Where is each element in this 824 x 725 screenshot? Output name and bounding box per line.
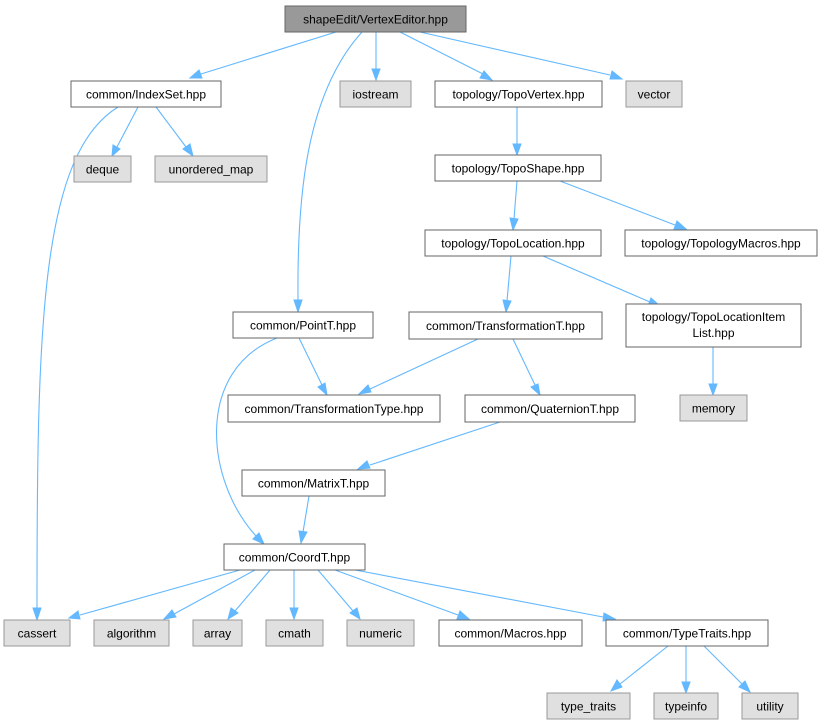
edge-coordt-to-cmath (289, 570, 299, 621)
node-label: common/QuaternionT.hpp (481, 402, 619, 416)
node-label: algorithm (107, 627, 156, 641)
node-toposhape[interactable]: topology/TopoShape.hpp (434, 154, 602, 182)
edge-root-to-topovertex (399, 31, 494, 81)
node-indexset[interactable]: common/IndexSet.hpp (70, 80, 222, 108)
node-numeric: numeric (346, 619, 415, 647)
node-label: common/MatrixT.hpp (258, 477, 370, 491)
node-deque: deque (73, 155, 132, 183)
edge-indexset-to-unordered_map (155, 106, 194, 158)
node-topovertex[interactable]: topology/TopoVertex.hpp (434, 80, 603, 108)
node-algorithm: algorithm (93, 619, 170, 647)
node-coordt[interactable]: common/CoordT.hpp (223, 543, 366, 571)
edge-coordt-to-algorithm (162, 569, 256, 620)
nodes: shapeEdit/VertexEditor.hpp common/IndexS… (3, 5, 818, 720)
node-label: common/TypeTraits.hpp (623, 627, 752, 641)
node-vector: vector (625, 80, 683, 108)
node-label: shapeEdit/VertexEditor.hpp (303, 13, 448, 27)
node-topolocation[interactable]: topology/TopoLocation.hpp (424, 229, 602, 257)
node-label: utility (756, 700, 783, 714)
node-cmath: cmath (265, 619, 324, 647)
edge-toposhape-to-topolocation (509, 180, 519, 232)
node-matrixt[interactable]: common/MatrixT.hpp (241, 469, 386, 497)
node-label: array (204, 627, 231, 641)
node-label: topology/TopoShape.hpp (452, 162, 585, 176)
node-type-traits: type_traits (546, 692, 631, 720)
node-quaterniont[interactable]: common/QuaternionT.hpp (464, 394, 636, 423)
node-label: common/TransformationType.hpp (245, 402, 424, 416)
node-cassert: cassert (3, 619, 71, 647)
node-unordered-map: unordered_map (154, 155, 268, 183)
node-label: common/CoordT.hpp (239, 551, 351, 565)
node-label: common/IndexSet.hpp (86, 88, 206, 102)
node-label: common/Macros.hpp (454, 627, 566, 641)
edge-topovertex-to-toposhape (512, 107, 522, 157)
node-label: topology/TopoVertex.hpp (452, 88, 584, 102)
edge-toposhape-to-topologymacros (559, 180, 688, 230)
node-iostream: iostream (339, 80, 412, 108)
node-label: common/PointT.hpp (250, 319, 356, 333)
node-label: topology/TopoLocation.hpp (441, 237, 585, 251)
edge-pointt-to-transformationtype (298, 337, 328, 397)
edge-coordt-to-array (227, 569, 271, 621)
node-typetraits[interactable]: common/TypeTraits.hpp (605, 619, 769, 647)
node-topolocationitemlist[interactable]: topology/TopoLocationItem List.hpp (625, 303, 802, 348)
node-label: type_traits (561, 700, 616, 714)
node-label: memory (692, 402, 735, 416)
edge-transformationt-to-quaterniont (512, 338, 541, 397)
edge-indexset-to-deque (111, 106, 139, 158)
node-label: common/TransformationT.hpp (426, 319, 585, 333)
node-label: cassert (18, 627, 57, 641)
node-label: vector (638, 88, 671, 102)
edge-topolocation-to-topolocationitemlist (542, 255, 662, 307)
node-label: iostream (352, 88, 398, 102)
edge-quaterniont-to-matrixt (356, 421, 501, 470)
node-label: cmath (278, 627, 311, 641)
node-transformationtype[interactable]: common/TransformationType.hpp (227, 394, 441, 423)
node-label: topology/TopologyMacros.hpp (641, 237, 801, 251)
edge-typetraits-to-utility (703, 645, 752, 694)
edge-root-to-indexset (188, 31, 337, 79)
edge-typetraits-to-typeinfo (681, 646, 691, 695)
edge-root-to-vector (419, 31, 624, 80)
edge-root-to-pointt (293, 31, 363, 314)
edge-typetraits-to-type_traits (609, 645, 669, 692)
edge-matrixt-to-coordt (298, 495, 310, 545)
node-topologymacros[interactable]: topology/TopologyMacros.hpp (624, 229, 818, 257)
node-label: typeinfo (665, 700, 707, 714)
node-label: deque (86, 163, 120, 177)
node-label-line-2: List.hpp (692, 326, 734, 340)
node-vertexeditor: shapeEdit/VertexEditor.hpp (284, 5, 467, 33)
node-label-line-1: topology/TopoLocationItem (642, 310, 785, 324)
edge-coordt-to-cassert (67, 569, 241, 620)
node-memory: memory (679, 394, 748, 422)
edge-indexset-to-cassert (32, 106, 119, 622)
edge-coordt-to-numeric (317, 569, 361, 621)
node-typeinfo: typeinfo (653, 692, 719, 720)
edge-topolocationitemlist-to-memory (708, 347, 718, 397)
node-label: numeric (359, 627, 402, 641)
edge-coordt-to-macros (334, 569, 471, 620)
edges (32, 31, 752, 695)
edge-pointt-to-coordt (216, 337, 278, 546)
node-label: unordered_map (169, 163, 254, 177)
node-macros[interactable]: common/Macros.hpp (438, 619, 583, 647)
node-pointt[interactable]: common/PointT.hpp (232, 311, 374, 339)
node-transformationt[interactable]: common/TransformationT.hpp (408, 311, 603, 340)
node-array: array (192, 619, 243, 647)
node-utility: utility (741, 692, 799, 720)
edge-topolocation-to-transformationt (502, 255, 512, 314)
edge-transformationt-to-transformationtype (357, 338, 479, 395)
edge-root-to-iostream (371, 32, 381, 82)
edge-coordt-to-typetraits (354, 569, 617, 622)
